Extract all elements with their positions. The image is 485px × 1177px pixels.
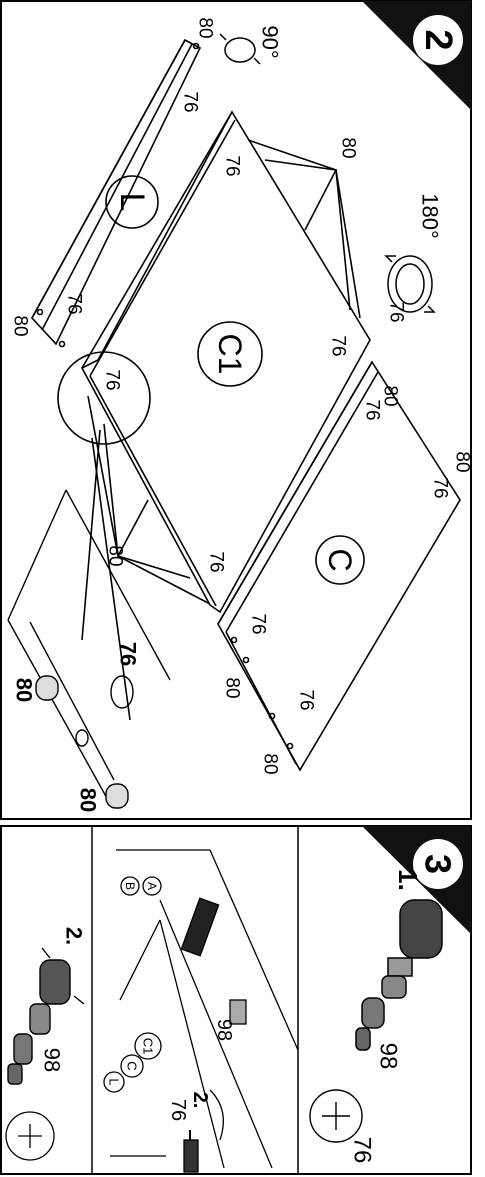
- step-3-badge: 3: [362, 826, 471, 934]
- svg-text:80: 80: [195, 17, 216, 38]
- dowel-labels: 80 76 76 80 76 76 80 76 76 80 76 80 76 7…: [10, 17, 473, 774]
- svg-text:76: 76: [296, 689, 317, 710]
- detail-dowel-insertion: [7, 489, 171, 809]
- svg-text:76: 76: [102, 369, 123, 390]
- rotate-arrow-icon: [209, 1089, 224, 1141]
- sub-step-1-label: 1.: [393, 869, 423, 891]
- part-label-L: L: [113, 193, 151, 212]
- step-2-badge: 2: [362, 1, 471, 110]
- dowel-80-label-b: 80: [76, 788, 101, 812]
- svg-text:76: 76: [222, 155, 243, 176]
- cam-bolt-98-label-left: 98: [40, 1048, 65, 1072]
- svg-text:76: 76: [386, 301, 407, 322]
- rotate-90-label: 90°: [258, 25, 283, 58]
- cam-lock-round-icon: [5, 1111, 55, 1161]
- svg-text:80: 80: [338, 137, 359, 158]
- dowel-80-label-a: 80: [12, 678, 37, 702]
- cam-lock-76-label-mid: 76: [167, 1099, 189, 1121]
- svg-text:80: 80: [105, 545, 126, 566]
- detail-zoom-circle: [57, 351, 151, 445]
- part-label-C1: C1: [212, 334, 248, 375]
- cam-bolt-98-label-mid: 98: [213, 1019, 235, 1041]
- cam-lock-76-label: 76: [116, 642, 141, 666]
- svg-text:80: 80: [452, 451, 473, 472]
- svg-text:80: 80: [10, 315, 31, 336]
- svg-text:76: 76: [64, 293, 85, 314]
- cam-bolt-large: [355, 899, 443, 1051]
- part-label-C: C: [322, 548, 358, 571]
- cam-bolt-expand: [7, 947, 85, 1085]
- sub-step-2-label: 2.: [62, 927, 87, 945]
- cam-lock-small-icon: [110, 675, 134, 709]
- svg-text:76: 76: [430, 477, 451, 498]
- cam-bolt-98-label: 98: [375, 1043, 402, 1070]
- panel-2-frame: [0, 0, 472, 820]
- panel-L: [31, 38, 202, 348]
- part-label-circle-C1: [197, 321, 263, 387]
- cam-bolt-small: [229, 999, 247, 1025]
- svg-text:76: 76: [362, 399, 383, 420]
- part-label-circle-L: [105, 175, 159, 229]
- part-ref-B: B: [123, 882, 137, 890]
- fitting-insertion-detail: [103, 849, 299, 1173]
- svg-text:76: 76: [328, 335, 349, 356]
- part-label-circle-C: [315, 535, 365, 585]
- step-2-number: 2: [417, 29, 459, 50]
- dowel-80-bottom: [105, 783, 129, 809]
- svg-text:76: 76: [180, 91, 201, 112]
- part-ref-A: A: [145, 882, 159, 890]
- part-ref-L: L: [107, 1078, 122, 1085]
- rotate-180-icon: [384, 255, 436, 313]
- insert-arrow: [180, 897, 220, 957]
- rotate-90-icon: [219, 33, 261, 65]
- step-3-number: 3: [418, 854, 459, 874]
- svg-text:76: 76: [206, 551, 227, 572]
- svg-text:76: 76: [248, 613, 269, 634]
- svg-text:80: 80: [260, 753, 281, 774]
- svg-text:80: 80: [380, 385, 401, 406]
- rotate-180-label: 180°: [418, 193, 443, 239]
- panel-C1: [57, 110, 371, 614]
- cam-lock-76-label-3: 76: [349, 1137, 376, 1164]
- part-ref-C1: C1: [141, 1038, 156, 1055]
- sub-step-2-label-mid: 2.: [189, 1092, 211, 1109]
- svg-text:80: 80: [222, 677, 243, 698]
- dowel-80-top: [35, 675, 59, 701]
- part-ref-C: C: [125, 1061, 140, 1070]
- cam-lock-icon: [309, 1089, 363, 1143]
- panel-3-frame: [0, 825, 472, 1175]
- panel-C: [217, 360, 461, 772]
